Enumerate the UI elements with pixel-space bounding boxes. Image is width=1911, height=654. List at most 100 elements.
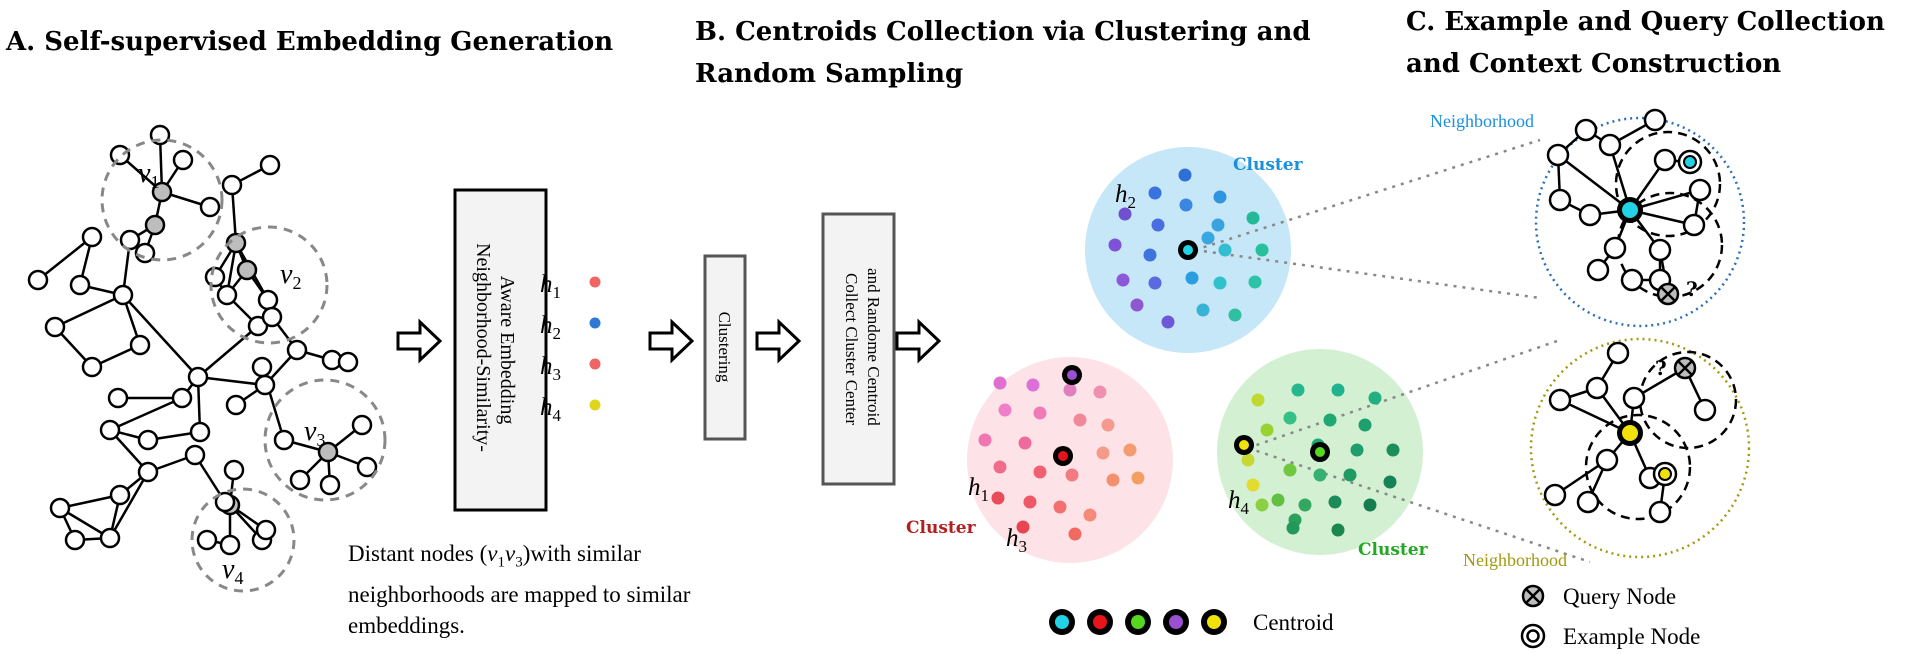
graph-node <box>81 356 103 378</box>
cluster-point <box>1131 471 1145 485</box>
neighborhood-top-circle <box>1534 116 1746 328</box>
graph-node <box>137 461 159 483</box>
graph-node <box>219 534 241 556</box>
query-x <box>1660 286 1676 302</box>
example-node-inner <box>1658 467 1672 481</box>
cluster-point <box>1053 500 1067 514</box>
arrow-3 <box>755 318 802 364</box>
cluster-point <box>1196 303 1210 317</box>
embedding-h-label: h3 <box>540 353 561 384</box>
cluster-point <box>1363 498 1377 512</box>
centroid-legend-core <box>1207 615 1221 629</box>
graph-node <box>247 315 269 337</box>
context-node <box>1576 490 1600 514</box>
cluster-point <box>1323 413 1337 427</box>
centroid-legend-core <box>1055 615 1069 629</box>
neighborhood-bottom-circle <box>1529 337 1751 559</box>
embedding-h-label: h2 <box>540 312 561 343</box>
cluster-point <box>1246 478 1260 492</box>
cluster-point <box>1096 446 1110 460</box>
embedding-h-sub: 4 <box>553 406 562 425</box>
cluster-point <box>1368 391 1382 405</box>
embedding-h: h <box>540 312 553 339</box>
embedding-box <box>453 188 548 512</box>
label-v4: v4 <box>222 554 243 588</box>
note-text: Distant nodes (v1v3)with similar neighbo… <box>348 541 691 638</box>
cluster-point <box>1033 406 1047 420</box>
context-node <box>1606 341 1630 365</box>
centroid-legend-core <box>1131 615 1145 629</box>
cluster-point <box>1358 418 1372 432</box>
cluster-h3: h3 <box>1006 525 1027 556</box>
embedding-h: h <box>540 394 553 421</box>
cluster-label-green: Cluster <box>1358 540 1429 560</box>
cluster-point <box>1016 520 1030 534</box>
cluster-point <box>1248 275 1262 289</box>
context-node <box>1548 188 1572 212</box>
cluster-point <box>1179 198 1193 212</box>
cluster-point <box>1185 271 1199 285</box>
cluster-point <box>1213 276 1227 290</box>
cluster-h2: h2 <box>1115 181 1136 212</box>
graph-node <box>99 419 121 441</box>
arrow-2 <box>648 318 695 364</box>
example-node-label: Example Node <box>1563 624 1700 649</box>
cluster-point <box>1298 498 1312 512</box>
neighborhood-v1 <box>100 138 224 262</box>
context-node <box>1693 398 1717 422</box>
cluster-point <box>1213 190 1227 204</box>
graph-node <box>81 226 103 248</box>
graph-node <box>257 289 279 311</box>
connector-blue-bottom <box>1194 248 1541 300</box>
graph-node <box>286 339 308 361</box>
cluster-point <box>1386 443 1400 457</box>
cluster-point <box>1083 508 1097 522</box>
context-node <box>1648 238 1672 262</box>
hop-circle <box>1614 130 1722 238</box>
graph-edge <box>197 375 266 387</box>
cluster-point <box>1211 218 1225 232</box>
cluster-point <box>1350 443 1364 457</box>
cluster-point <box>1331 383 1345 397</box>
cluster-point <box>1251 393 1265 407</box>
neighborhood-v2 <box>209 225 329 345</box>
graph-node <box>184 444 206 466</box>
cluster-point <box>1093 385 1107 399</box>
graph-node <box>112 284 134 306</box>
title-c-line2: and Context Construction <box>1406 49 1782 79</box>
cluster-point <box>991 491 1005 505</box>
cluster-point <box>1065 468 1079 482</box>
graph-node <box>216 284 238 306</box>
cluster-point <box>1101 418 1115 432</box>
cluster-point <box>1118 207 1132 221</box>
cluster-point <box>1331 523 1345 537</box>
graph-node <box>196 529 218 551</box>
centroid-core <box>1058 451 1068 461</box>
cluster-point <box>1241 453 1255 467</box>
graph-node <box>44 316 66 338</box>
cluster-point <box>1063 383 1077 397</box>
cluster-point <box>1255 243 1269 257</box>
clustering-label: Clustering <box>715 312 734 383</box>
cluster-point <box>1033 465 1047 479</box>
graph-node <box>64 529 86 551</box>
example-node-inner <box>1683 155 1697 169</box>
cluster-point <box>993 376 1007 390</box>
context-edge <box>1557 154 1631 211</box>
graph-node <box>69 274 91 296</box>
cluster-point <box>1246 211 1260 225</box>
connector-green-top <box>1247 338 1561 450</box>
graph-node <box>255 519 277 541</box>
cluster-points <box>978 168 1400 541</box>
cluster-point <box>1023 495 1037 509</box>
graph-node <box>261 306 283 328</box>
graph-edge <box>122 294 199 378</box>
graph-node <box>236 259 258 281</box>
graph-node <box>107 387 129 409</box>
neighborhood-top-label: Neighborhood <box>1430 111 1534 131</box>
centroid-core <box>1183 245 1193 255</box>
graph-node <box>259 154 281 176</box>
embedding-h: h <box>540 353 553 380</box>
graph-node <box>204 266 226 288</box>
